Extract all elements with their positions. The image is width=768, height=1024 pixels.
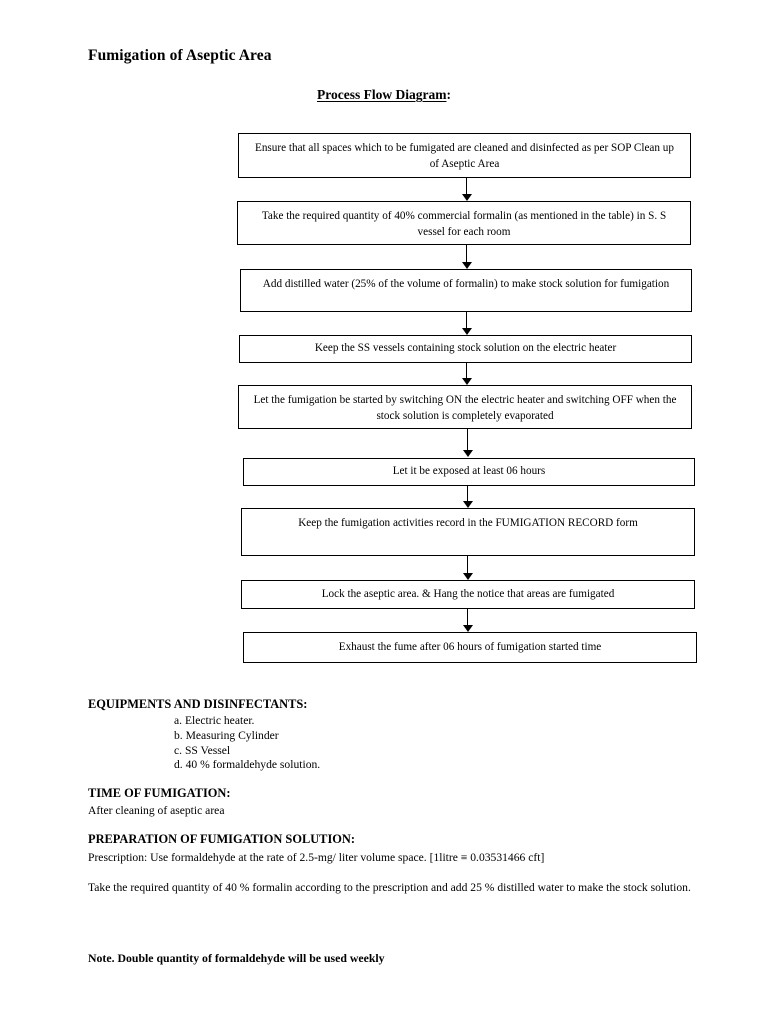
- flow-step-text-9: Exhaust the fume after 06 hours of fumig…: [338, 640, 602, 653]
- flow-step-box-3: Add distilled water (25% of the volume o…: [240, 269, 692, 312]
- arrow-head: [462, 625, 473, 632]
- flow-step-box-7: Keep the fumigation activities record in…: [241, 508, 695, 556]
- flow-step-text-5: Let the fumigation be started by switchi…: [253, 394, 677, 422]
- flow-step-text-1: Ensure that all spaces which to be fumig…: [255, 142, 674, 170]
- page-title: Fumigation of Aseptic Area: [88, 47, 272, 64]
- flow-step-box-8: Lock the aseptic area. & Hang the notice…: [241, 580, 695, 609]
- flow-connector-arrow-7: [462, 556, 473, 580]
- arrow-shaft: [466, 178, 468, 194]
- arrow-shaft: [466, 245, 468, 262]
- arrow-shaft: [466, 363, 468, 378]
- process-flow-diagram-colon: :: [446, 87, 451, 102]
- flow-connector-arrow-1: [461, 178, 472, 201]
- arrow-head: [461, 262, 472, 269]
- flow-step-box-6: Let it be exposed at least 06 hours: [243, 458, 695, 486]
- preparation-heading: PREPARATION OF FUMIGATION SOLUTION:: [88, 832, 355, 846]
- arrow-shaft: [466, 312, 468, 328]
- arrow-head: [461, 378, 472, 385]
- arrow-head: [462, 573, 473, 580]
- equipments-heading: EQUIPMENTS AND DISINFECTANTS:: [88, 697, 308, 711]
- arrow-head: [462, 450, 473, 457]
- arrow-head: [461, 328, 472, 335]
- process-flow-diagram: Ensure that all spaces which to be fumig…: [237, 133, 697, 663]
- flow-step-box-9: Exhaust the fume after 06 hours of fumig…: [243, 632, 697, 663]
- flow-step-text-6: Let it be exposed at least 06 hours: [392, 465, 546, 478]
- flow-step-text-4: Keep the SS vessels containing stock sol…: [314, 342, 617, 355]
- equipment-list-item-b: b. Measuring Cylinder: [174, 729, 279, 742]
- flow-connector-arrow-5: [462, 429, 473, 457]
- arrow-head: [461, 194, 472, 201]
- equipment-list-item-c: c. SS Vessel: [174, 744, 231, 757]
- flow-connector-arrow-8: [462, 609, 473, 632]
- equipment-list-item-d: d. 40 % formaldehyde solution.: [174, 758, 321, 771]
- flow-step-box-5: Let the fumigation be started by switchi…: [238, 385, 692, 429]
- flow-step-text-8: Lock the aseptic area. & Hang the notice…: [321, 587, 615, 600]
- flow-connector-arrow-3: [461, 312, 472, 335]
- equipment-list-item-a: a. Electric heater.: [174, 714, 255, 727]
- flow-step-box-1: Ensure that all spaces which to be fumig…: [238, 133, 691, 178]
- flow-step-text-2: Take the required quantity of 40% commer…: [261, 210, 667, 238]
- flow-connector-arrow-2: [461, 245, 472, 269]
- flow-step-text-7: Keep the fumigation activities record in…: [298, 517, 638, 529]
- flow-step-text-3: Add distilled water (25% of the volume o…: [262, 278, 670, 290]
- flow-step-box-4: Keep the SS vessels containing stock sol…: [239, 335, 692, 363]
- flow-connector-arrow-6: [462, 486, 473, 508]
- time-of-fumigation-text: After cleaning of aseptic area: [88, 804, 225, 817]
- arrow-head: [462, 501, 473, 508]
- arrow-shaft: [467, 556, 469, 573]
- arrow-shaft: [467, 486, 469, 501]
- arrow-shaft: [467, 429, 469, 450]
- flow-connector-arrow-4: [461, 363, 472, 385]
- process-flow-diagram-label: Process Flow Diagram: [317, 87, 447, 102]
- section-heading-process-flow-diagram: Process Flow Diagram:: [0, 87, 768, 103]
- preparation-instruction-text: Take the required quantity of 40 % forma…: [88, 881, 691, 894]
- time-of-fumigation-heading: TIME OF FUMIGATION:: [88, 786, 231, 800]
- footer-note: Note. Double quantity of formaldehyde wi…: [88, 951, 385, 965]
- preparation-prescription-text: Prescription: Use formaldehyde at the ra…: [88, 851, 545, 864]
- flow-step-box-2: Take the required quantity of 40% commer…: [237, 201, 691, 245]
- arrow-shaft: [467, 609, 469, 625]
